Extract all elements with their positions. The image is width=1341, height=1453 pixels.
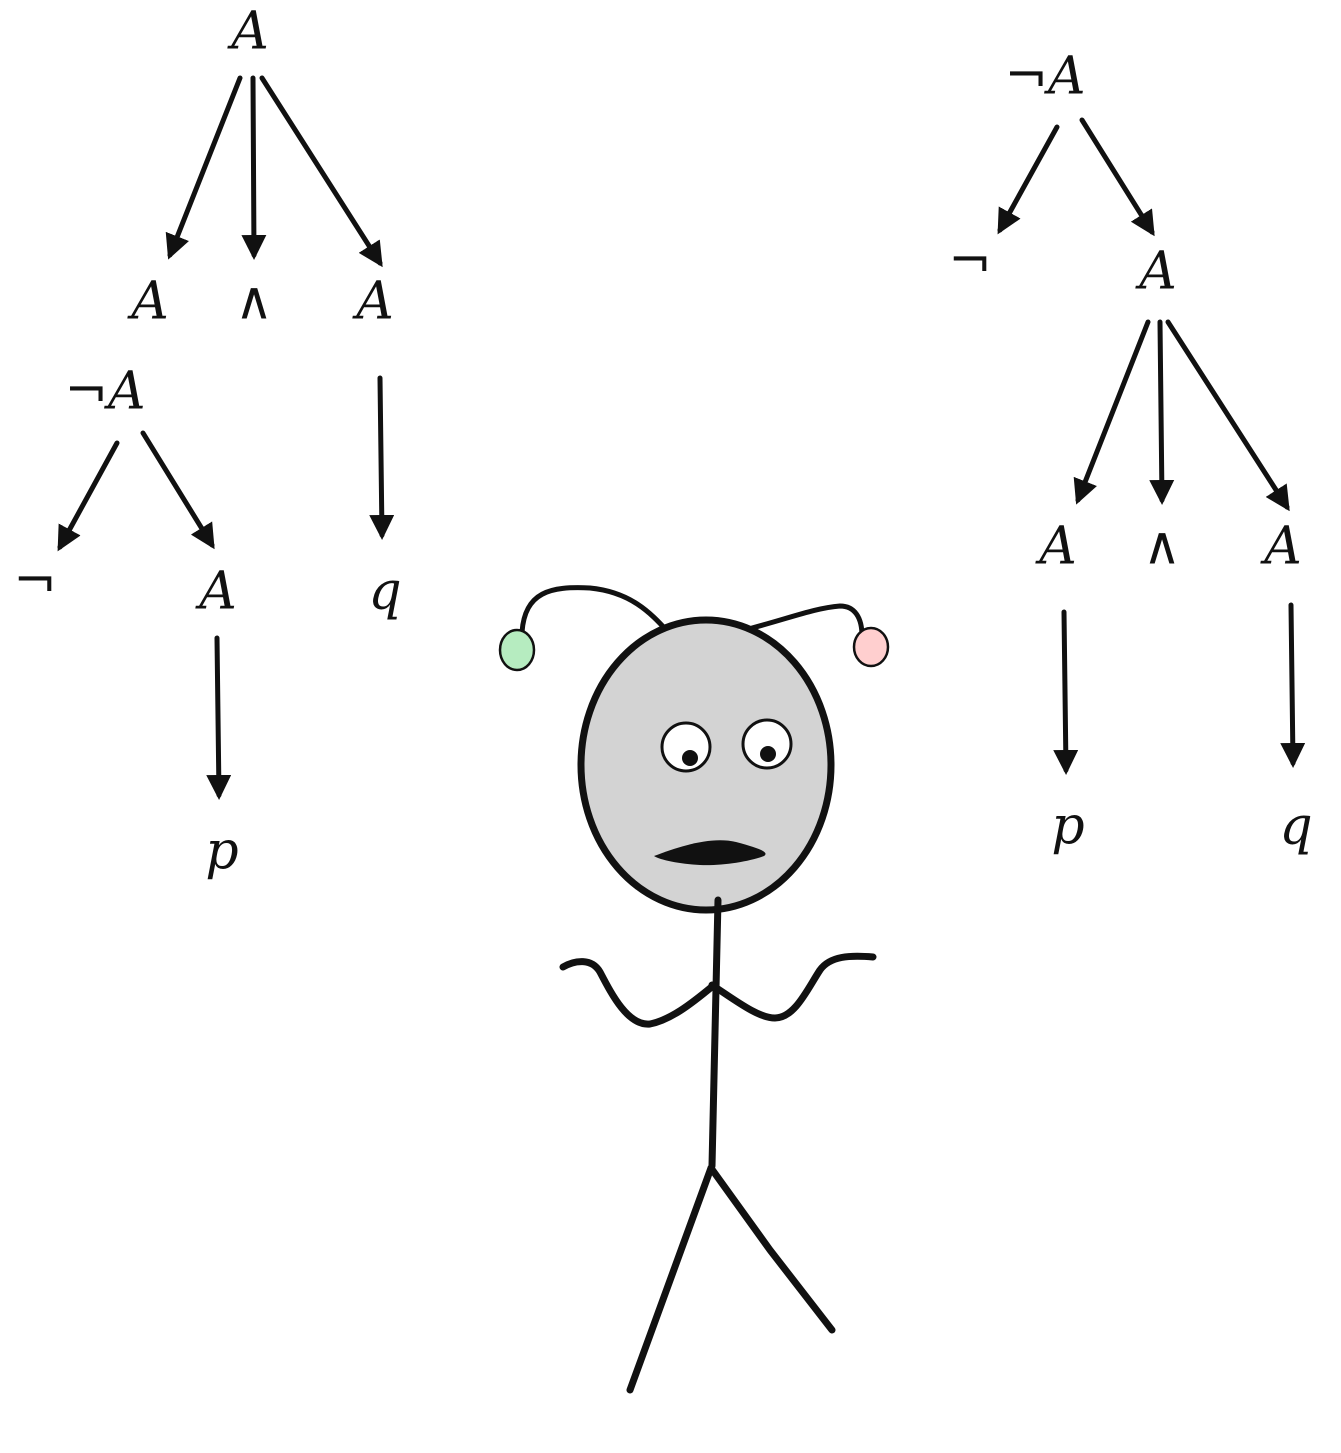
- left-parse-tree: A A ∧ A ¬A q ¬ A p: [13, 2, 401, 882]
- right-arm: [708, 952, 877, 1022]
- right-tree-A-right-node: A: [1260, 517, 1302, 577]
- left-leg: [626, 1164, 715, 1394]
- left-antenna: [519, 585, 671, 635]
- edge-left-negA-to-A: [140, 430, 215, 550]
- right-pupil: [760, 746, 776, 762]
- edge-left-A-to-q: [369, 375, 395, 540]
- right-tree-and-node: ∧: [1143, 517, 1181, 577]
- edge-left-root-to-A-right: [259, 75, 383, 268]
- left-antenna-ball: [498, 628, 536, 672]
- right-parse-tree: ¬A ¬ A A ∧ A p q: [948, 47, 1312, 857]
- left-tree-A-lower-node: A: [195, 562, 237, 622]
- edge-right-negA-to-neg: [997, 124, 1060, 235]
- right-eye: [741, 718, 793, 770]
- right-tree-q-node: q: [1279, 797, 1312, 857]
- left-pupil: [682, 750, 698, 766]
- torso: [708, 896, 722, 1170]
- edge-left-A-to-p: [206, 635, 232, 800]
- right-antenna-ball: [852, 626, 890, 668]
- edge-right-A-to-and: [1149, 319, 1175, 505]
- edge-left-root-to-and: [241, 75, 267, 260]
- left-tree-q-node: q: [368, 562, 401, 622]
- right-leg: [707, 1164, 836, 1334]
- right-tree-neg-node: ¬: [948, 232, 992, 292]
- mouth: [654, 840, 766, 866]
- edge-right-A-to-A-right: [1165, 319, 1290, 512]
- left-tree-p-node: p: [205, 822, 238, 882]
- left-arm: [559, 958, 718, 1028]
- edge-left-negA-to-neg: [57, 440, 120, 552]
- left-tree-and-node: ∧: [235, 272, 273, 332]
- right-tree-A-left-node: A: [1035, 517, 1077, 577]
- left-tree-neg-node: ¬: [13, 552, 57, 612]
- left-tree-root-node: A: [227, 2, 269, 62]
- right-antenna: [749, 603, 865, 639]
- left-tree-negA-node: ¬A: [64, 362, 145, 422]
- edge-right-A-to-p: [1053, 609, 1079, 775]
- edge-right-negA-to-A: [1079, 117, 1155, 237]
- right-tree-root-node: ¬A: [1004, 47, 1085, 107]
- head: [577, 616, 835, 914]
- right-tree-p-node: p: [1051, 797, 1084, 857]
- left-tree-A-node: A: [127, 272, 169, 332]
- confused-stick-figure-icon: [498, 585, 890, 1394]
- right-tree-A-node: A: [1135, 242, 1177, 302]
- left-eye: [660, 721, 712, 773]
- edge-right-A-to-A: [1073, 319, 1151, 505]
- edge-right-A-to-q: [1280, 602, 1306, 768]
- edge-left-root-to-A: [165, 75, 243, 260]
- left-tree-A-right-node: A: [352, 272, 394, 332]
